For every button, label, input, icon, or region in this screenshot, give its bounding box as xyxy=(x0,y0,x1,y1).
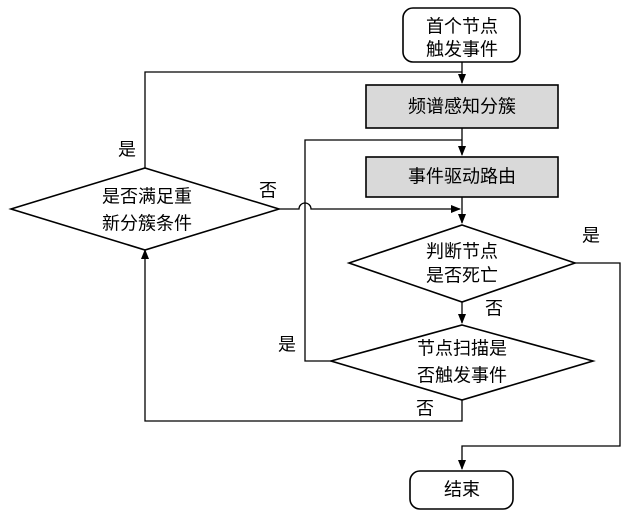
node-death-line1: 判断节点 xyxy=(426,242,498,263)
scan-trigger-line2: 否触发事件 xyxy=(417,366,507,387)
edge-scan-no-to-recluster xyxy=(141,249,463,422)
scan-trigger-line1: 节点扫描是 xyxy=(417,339,507,360)
recluster-no-label: 否 xyxy=(259,181,277,202)
edge-scan-yes-loop xyxy=(304,139,462,362)
spectrum-clustering-label: 频谱感知分簇 xyxy=(408,97,516,118)
death-no-label: 否 xyxy=(485,299,503,320)
end-node: 结束 xyxy=(409,470,514,510)
node-death-line2: 是否死亡 xyxy=(426,266,498,287)
scan-no-label: 否 xyxy=(416,399,434,420)
edge-recluster-no-to-death-check xyxy=(279,202,461,213)
edge-recluster-yes-loop xyxy=(144,71,462,168)
recluster-yes-label: 是 xyxy=(118,140,136,161)
spectrum-clustering-step: 频谱感知分簇 xyxy=(365,84,559,129)
recluster-decision: 是否满足重 新分簇条件 xyxy=(8,167,282,251)
death-yes-label: 是 xyxy=(582,226,600,247)
node-death-decision: 判断节点 是否死亡 xyxy=(346,224,578,303)
scan-yes-label: 是 xyxy=(278,335,296,356)
edge-death-yes-to-end xyxy=(458,262,621,470)
scan-trigger-decision: 节点扫描是 否触发事件 xyxy=(328,324,596,401)
event-routing-label: 事件驱动路由 xyxy=(408,167,516,188)
edge-labels: 是 否 是 否 是 否 xyxy=(118,140,600,420)
recluster-line1: 是否满足重 xyxy=(102,187,192,208)
start-node-line1: 首个节点 xyxy=(426,17,498,38)
event-routing-step: 事件驱动路由 xyxy=(365,156,559,198)
start-node: 首个节点 触发事件 xyxy=(402,7,521,63)
start-node-line2: 触发事件 xyxy=(426,40,498,61)
recluster-line2: 新分簇条件 xyxy=(102,214,192,235)
edges xyxy=(141,62,621,470)
end-node-label: 结束 xyxy=(444,480,480,501)
